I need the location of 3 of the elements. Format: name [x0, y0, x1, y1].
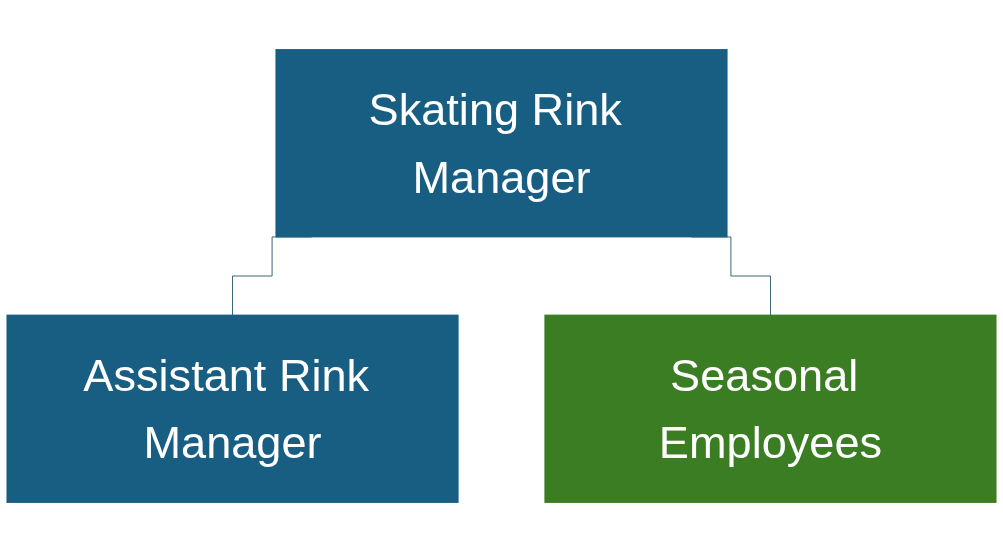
node-box: [544, 314, 997, 503]
node-box: [275, 49, 728, 238]
node-box: [6, 314, 459, 503]
